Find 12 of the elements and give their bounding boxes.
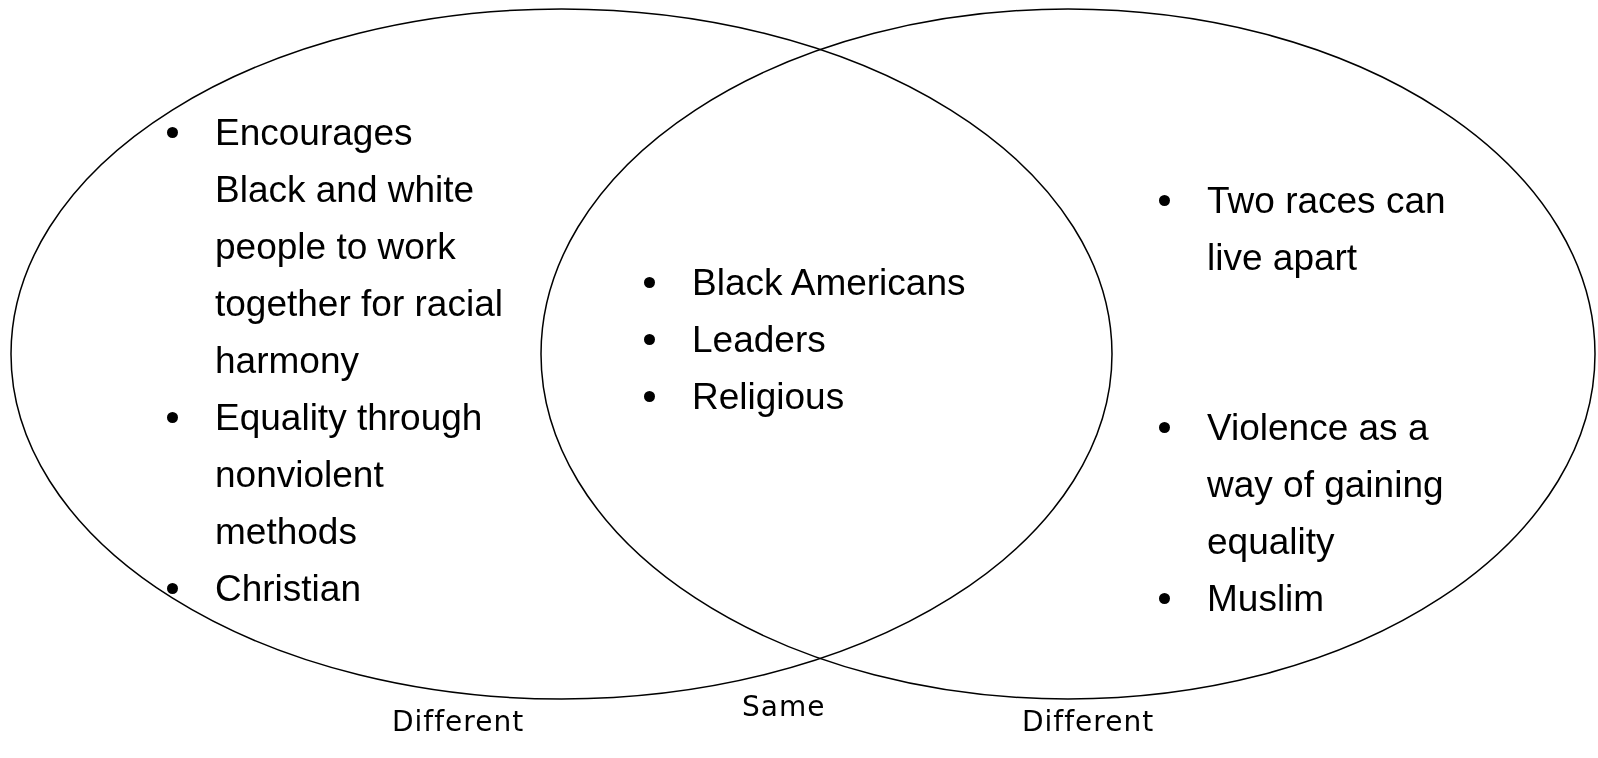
list-text: Black Americans — [692, 261, 966, 305]
list-text: Muslim — [1207, 577, 1326, 621]
region-label: Same — [742, 690, 826, 723]
region-label: Different — [392, 705, 525, 738]
list-text: Leaders — [692, 318, 826, 362]
list-text: Equality through nonviolent methods — [215, 396, 484, 554]
list-text: Religious — [692, 375, 845, 419]
region-label: Different — [1022, 705, 1155, 738]
list-text: Two races can live apart — [1207, 179, 1447, 280]
list-text: Encourages Black and white people to work together for racial harmony — [215, 111, 504, 383]
list-text: Christian — [215, 567, 362, 611]
list-text: Violence as a way of gaining equality — [1207, 406, 1445, 564]
